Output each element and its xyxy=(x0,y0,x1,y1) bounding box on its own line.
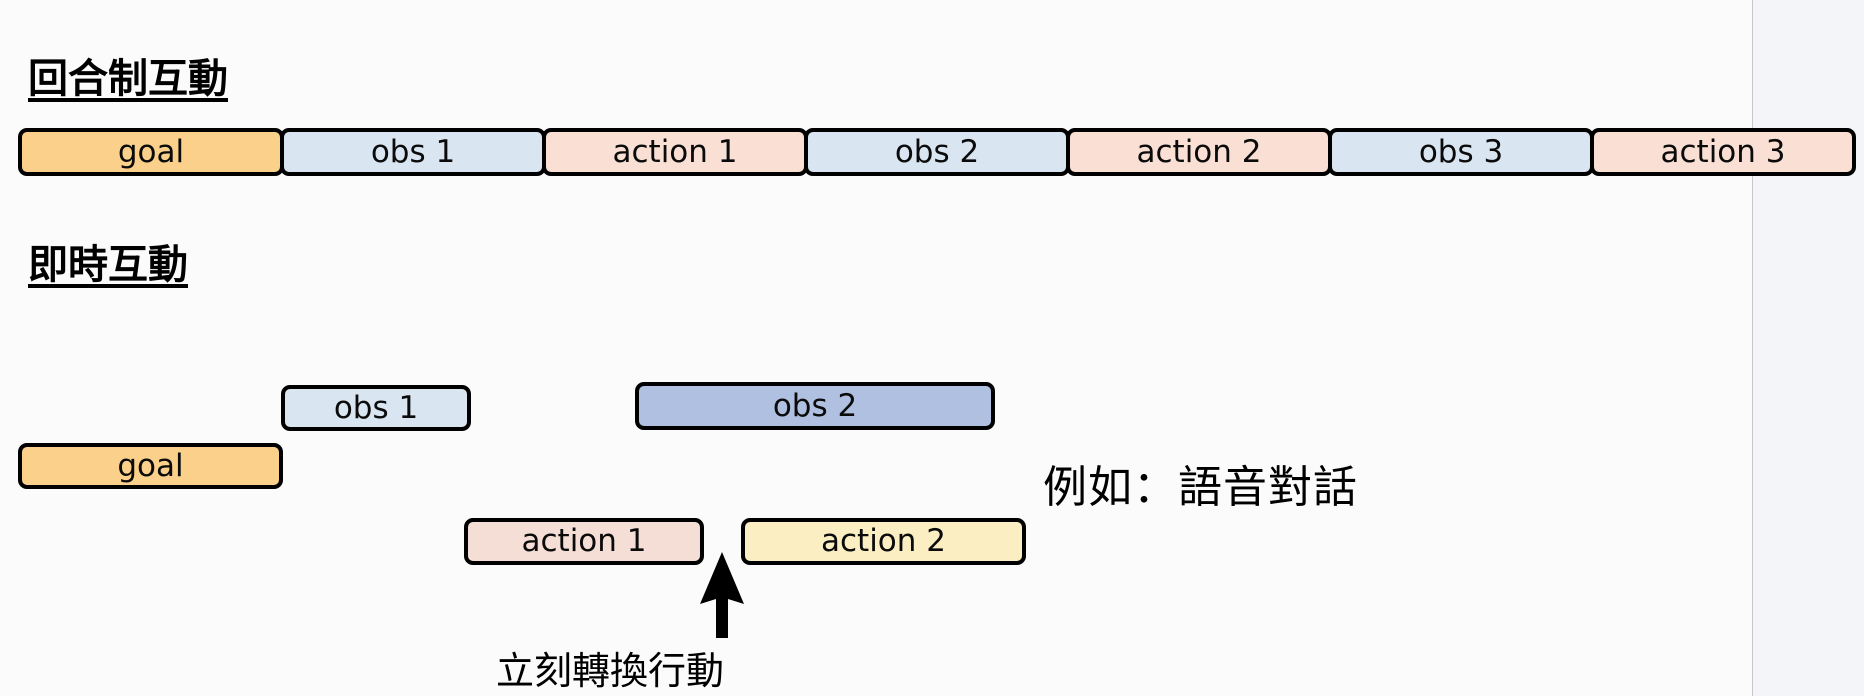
timeline-block-label: action 3 xyxy=(1660,133,1786,170)
timeline-block-obs-1: obs 1 xyxy=(280,128,546,176)
realtime-block-label: obs 2 xyxy=(772,387,858,424)
realtime-block-label: action 1 xyxy=(521,523,647,559)
arrow-caption-switch-action: 立刻轉換行動 xyxy=(496,649,725,693)
timeline-block-action-2: action 2 xyxy=(1066,128,1332,176)
example-note-voice-dialogue: 例如：語音對話 xyxy=(1043,462,1358,513)
realtime-block-action-1: action 1 xyxy=(464,518,704,565)
realtime-block-obs-2: obs 2 xyxy=(635,382,995,430)
timeline-block-label: obs 2 xyxy=(894,133,980,170)
timeline-block-action-1: action 1 xyxy=(542,128,808,176)
timeline-block-label: action 2 xyxy=(1136,133,1262,170)
timeline-block-action-3: action 3 xyxy=(1590,128,1856,176)
realtime-block-label: action 2 xyxy=(821,523,946,559)
timeline-block-goal: goal xyxy=(18,128,284,176)
realtime-block-label: goal xyxy=(117,447,184,484)
timeline-block-label: obs 1 xyxy=(370,133,456,170)
timeline-block-obs-2: obs 2 xyxy=(804,128,1070,176)
realtime-block-label: obs 1 xyxy=(333,389,419,426)
heading-turn-based: 回合制互動 xyxy=(28,56,228,102)
slide-right-margin xyxy=(1753,0,1864,696)
realtime-block-goal: goal xyxy=(18,443,283,489)
slide-guide-line xyxy=(1752,0,1753,696)
timeline-block-label: goal xyxy=(117,133,185,170)
timeline-block-obs-3: obs 3 xyxy=(1328,128,1594,176)
timeline-block-label: obs 3 xyxy=(1418,133,1504,170)
heading-realtime: 即時互動 xyxy=(28,242,188,288)
realtime-block-obs-1: obs 1 xyxy=(281,385,471,431)
realtime-block-action-2: action 2 xyxy=(741,518,1026,565)
switch-point-arrow-up-icon xyxy=(700,552,744,638)
timeline-block-label: action 1 xyxy=(612,133,738,170)
